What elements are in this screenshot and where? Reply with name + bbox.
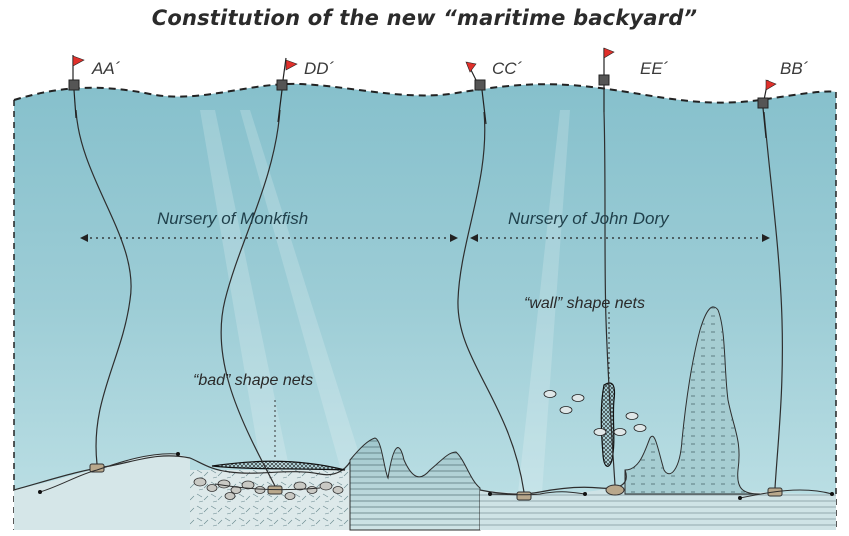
zone-label-monkfish: Nursery of Monkfish: [157, 209, 308, 228]
flag-icon: [73, 56, 84, 66]
flag-icon: [286, 60, 297, 70]
buoy-label-cc: CC´: [492, 59, 523, 78]
buoy-label-bb: BB´: [780, 59, 809, 78]
buoy-label-aa: AA´: [91, 59, 121, 78]
annotation-bad-nets: “bad” shape nets: [193, 372, 313, 389]
flag-icon: [466, 62, 476, 72]
zone-label-john-dory: Nursery of John Dory: [508, 209, 670, 228]
annotation-wall-nets: “wall” shape nets: [524, 295, 645, 312]
buoy-label-dd: DD´: [304, 59, 335, 78]
buoy-label-ee: EE´: [640, 59, 669, 78]
flag-icon: [766, 80, 776, 90]
flag-icon: [604, 48, 614, 58]
